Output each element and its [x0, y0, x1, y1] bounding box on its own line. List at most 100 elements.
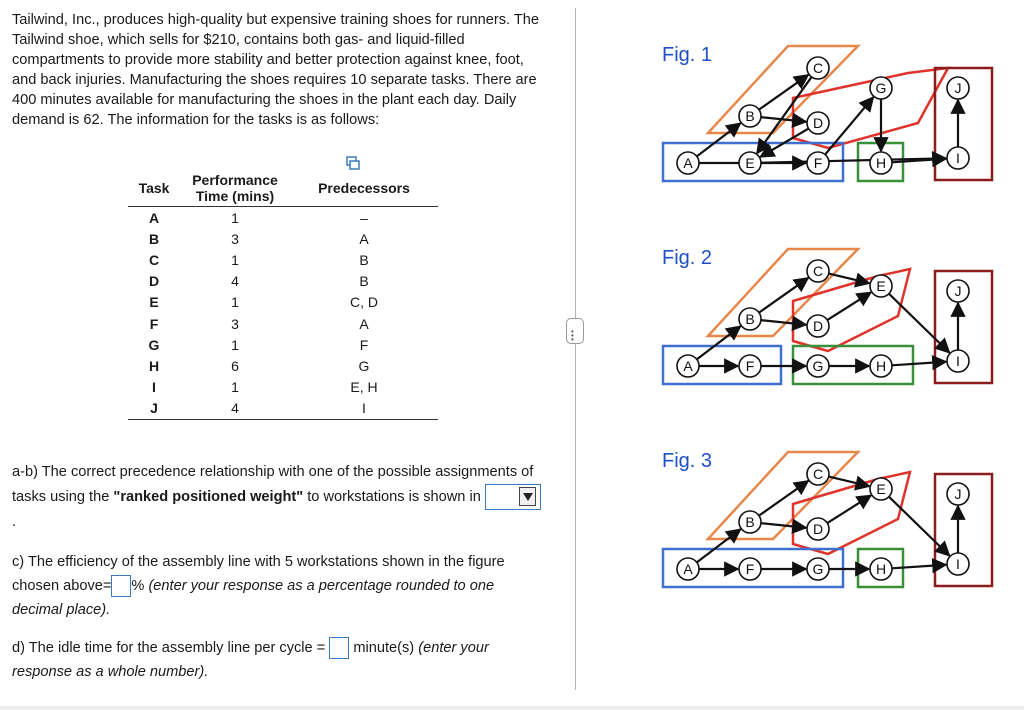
- pred-cell: B: [359, 251, 369, 268]
- task-node: [676, 151, 700, 175]
- header-predecessors: Predecessors: [318, 180, 410, 196]
- task-node-label: A: [683, 358, 693, 374]
- time-cell: 1: [231, 251, 239, 268]
- workstation-zone: [933, 472, 994, 588]
- header-time: Performance Time (mins): [180, 170, 290, 207]
- pred-cell: I: [362, 400, 366, 417]
- task-node-label: H: [876, 358, 886, 374]
- task-cell: C: [148, 251, 160, 268]
- precedence-arrow: [888, 495, 951, 557]
- copy-icon[interactable]: [346, 156, 360, 170]
- task-node-label: G: [813, 561, 824, 577]
- task-node: [806, 56, 830, 80]
- table-row: A 1 –: [128, 207, 438, 229]
- workstation-zone: [705, 247, 861, 338]
- fig1-label: Fig. 1: [662, 44, 713, 66]
- task-cell: H: [148, 357, 160, 374]
- efficiency-input[interactable]: [111, 575, 132, 598]
- task-node: [946, 146, 970, 170]
- question-c: c) The efficiency of the assembly line w…: [12, 550, 542, 622]
- figure-select[interactable]: [484, 484, 541, 510]
- task-cell: F: [149, 315, 159, 332]
- task-node: [946, 482, 970, 506]
- percent-sign: %: [131, 578, 145, 594]
- precedence-arrow: [891, 151, 948, 168]
- question-ab-text: a-b) The correct precedence relationship…: [12, 464, 534, 505]
- pred-cell: A: [359, 230, 369, 247]
- task-cell: A: [148, 209, 160, 226]
- precedence-arrow: [696, 325, 742, 361]
- time-cell: 4: [231, 273, 239, 290]
- question-d: d) The idle time for the assembly line p…: [12, 636, 542, 684]
- precedence-arrow: [888, 292, 951, 354]
- table-row: C 1 B: [128, 249, 438, 270]
- precedence-arrow: [826, 291, 873, 322]
- time-cell: 3: [231, 230, 239, 247]
- task-node: [806, 259, 830, 283]
- task-node: [738, 557, 762, 581]
- pred-cell: –: [360, 209, 368, 226]
- fig3-label: Fig. 3: [662, 450, 713, 472]
- time-cell: 1: [231, 379, 239, 396]
- fig2-label: Fig. 2: [662, 247, 713, 269]
- problem-statement: Tailwind, Inc., produces high-quality bu…: [12, 12, 540, 128]
- question-ab: a-b) The correct precedence relationship…: [12, 460, 542, 534]
- task-node: [806, 462, 830, 486]
- workstation-zone: [705, 450, 861, 541]
- workstation-zone: [705, 44, 861, 135]
- task-node-label: B: [745, 311, 754, 327]
- pred-cell: F: [359, 336, 369, 353]
- task-node-label: J: [955, 283, 962, 299]
- precedence-arrow: [696, 122, 742, 158]
- task-node: [738, 354, 762, 378]
- task-node-label: I: [956, 556, 960, 572]
- task-node: [738, 510, 762, 534]
- chevron-down-icon[interactable]: [518, 487, 536, 506]
- task-table: Task Performance Time (mins) Predecessor…: [128, 170, 438, 420]
- task-node: [806, 151, 830, 175]
- task-node-label: D: [813, 115, 823, 131]
- bottom-bar: [0, 706, 1024, 710]
- task-cell: I: [152, 379, 156, 396]
- idle-time-input[interactable]: [329, 637, 350, 660]
- task-node: [738, 307, 762, 331]
- task-node-label: G: [813, 358, 824, 374]
- precedence-arrow: [758, 74, 810, 111]
- question-ab-text2: to workstations is shown in: [303, 488, 481, 505]
- task-cell: B: [148, 230, 160, 247]
- task-node-label: B: [745, 108, 754, 124]
- task-node: [869, 354, 893, 378]
- resize-handle[interactable]: •••: [566, 318, 584, 344]
- header-time-line1: Performance: [192, 172, 278, 188]
- precedence-arrow: [756, 76, 813, 155]
- precedence-arrow: [758, 480, 810, 517]
- task-node-label: I: [956, 353, 960, 369]
- workstation-zone: [791, 470, 912, 556]
- precedence-arrow: [758, 277, 810, 314]
- task-node: [806, 517, 830, 541]
- time-cell: 1: [231, 209, 239, 226]
- workstation-zone: [933, 269, 994, 385]
- task-node-label: C: [813, 60, 823, 76]
- task-cell: G: [148, 336, 160, 353]
- task-node-label: C: [813, 466, 823, 482]
- task-node: [946, 76, 970, 100]
- task-node: [806, 557, 830, 581]
- task-node-label: C: [813, 263, 823, 279]
- task-node: [869, 557, 893, 581]
- minutes-unit: minute(s): [349, 640, 419, 656]
- precedence-arrow: [891, 557, 948, 574]
- table-row: B 3 A: [128, 228, 438, 249]
- task-node-label: A: [683, 561, 693, 577]
- task-node: [946, 552, 970, 576]
- precedence-arrow: [828, 475, 871, 491]
- question-c-text: c) The efficiency of the assembly line w…: [12, 554, 505, 594]
- task-node-label: E: [876, 278, 885, 294]
- task-node: [869, 76, 893, 100]
